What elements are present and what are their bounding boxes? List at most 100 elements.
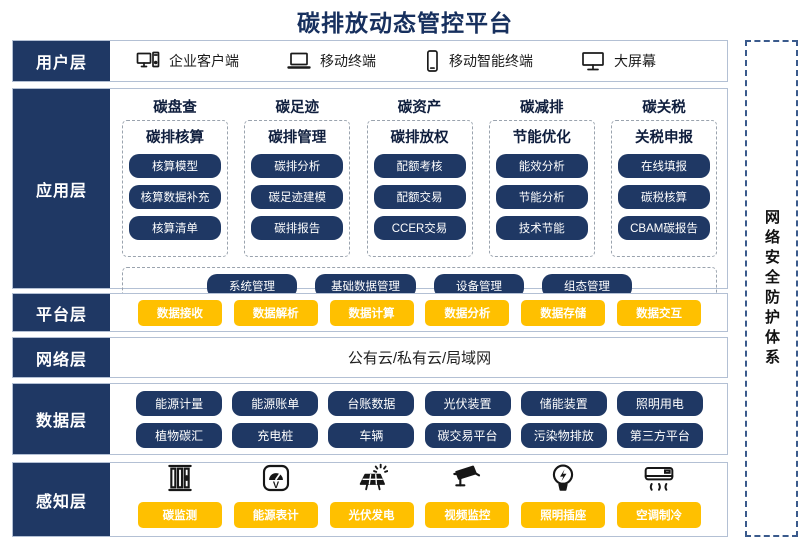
layer-user-label: 用户层 — [13, 41, 112, 81]
data-source-button: 污染物排放 — [520, 422, 607, 448]
app-button: 碳排分析 — [251, 154, 344, 178]
app-column-header: 碳减排 — [520, 100, 564, 116]
perception-item-air-conditioning: 空调制冷 — [617, 462, 702, 528]
page-title: 碳排放动态管控平台 — [297, 10, 513, 36]
network-text: 公有云/私有云/局域网 — [347, 350, 492, 367]
app-column-title: 碳排管理 — [268, 130, 327, 146]
app-column-title: 关税申报 — [635, 130, 693, 146]
data-source-button: 充电桩 — [232, 422, 319, 448]
perception-item-lighting-socket: 照明插座 — [521, 462, 606, 528]
light-bulb-icon — [547, 462, 579, 494]
layer-network: 网络层 公有云/私有云/局域网 — [12, 337, 728, 378]
perception-button: 空调制冷 — [617, 502, 702, 528]
app-column-title: 节能优化 — [512, 130, 571, 146]
app-column-header: 碳盘查 — [153, 100, 197, 116]
layer-data: 数据层 能源计量 能源账单 台账数据 光伏装置 储能装置 照明用电 植物碳汇 充… — [12, 383, 728, 455]
layer-platform: 平台层 数据接收 数据解析 数据计算 数据分析 数据存储 数据交互 — [12, 293, 728, 332]
user-item-label: 移动智能终端 — [449, 53, 533, 69]
app-button: 碳税核算 — [618, 185, 710, 209]
layer-platform-content: 数据接收 数据解析 数据计算 数据分析 数据存储 数据交互 — [112, 294, 727, 331]
user-item-big-screen: 大屏幕 — [579, 49, 656, 73]
carbon-monitor-icon — [164, 462, 196, 494]
app-column-carbon-reduction: 碳减排 节能优化 能效分析 节能分析 技术节能 — [488, 96, 595, 257]
perception-button: 视频监控 — [425, 502, 510, 528]
layer-user-content: 企业客户端 移动终端 移动智能终端 — [112, 41, 727, 81]
user-item-label: 移动终端 — [320, 53, 376, 69]
app-column-box: 碳排放权 配额考核 配额交易 CCER交易 — [366, 120, 473, 257]
app-button: 核算数据补充 — [129, 185, 221, 209]
layer-data-label: 数据层 — [13, 384, 112, 454]
layer-platform-label: 平台层 — [13, 294, 112, 331]
app-column-box: 碳排核算 核算模型 核算数据补充 核算清单 — [122, 120, 228, 257]
app-column-header: 碳足迹 — [275, 100, 320, 116]
perception-button: 照明插座 — [521, 502, 606, 528]
app-column-title: 碳排核算 — [146, 130, 204, 146]
app-column-box: 关税申报 在线填报 碳税核算 CBAM碳报告 — [611, 120, 717, 257]
data-source-button: 碳交易平台 — [424, 422, 511, 448]
data-source-button: 能源计量 — [136, 390, 223, 416]
data-source-button: 台账数据 — [328, 390, 415, 416]
app-button: 能效分析 — [495, 154, 588, 178]
app-column-box: 碳排管理 碳排分析 碳足迹建模 碳排报告 — [244, 120, 351, 257]
laptop-icon — [285, 49, 313, 73]
user-item-mobile-terminal: 移动终端 — [285, 49, 376, 73]
user-item-label: 大屏幕 — [614, 53, 656, 69]
platform-button-data-store: 数据存储 — [521, 299, 606, 326]
data-row-1: 能源计量 能源账单 台账数据 光伏装置 储能装置 照明用电 — [126, 390, 713, 416]
layer-perception: 感知层 碳监测 V — [12, 462, 728, 537]
layer-user: 用户层 企业客户端 移动终端 — [12, 40, 728, 82]
data-source-button: 植物碳汇 — [136, 422, 223, 448]
layer-network-content: 公有云/私有云/局域网 — [112, 338, 727, 377]
app-button: CBAM碳报告 — [618, 216, 710, 240]
security-system-box: 网络安全防护体系 — [745, 40, 798, 537]
perception-button: 能源表计 — [233, 502, 318, 528]
app-column-title: 碳排放权 — [390, 130, 449, 146]
smartphone-icon — [422, 48, 442, 74]
data-source-button: 车辆 — [328, 422, 415, 448]
app-column-header: 碳资产 — [397, 100, 442, 116]
user-item-smart-mobile-terminal: 移动智能终端 — [422, 48, 533, 74]
data-row-2: 植物碳汇 充电桩 车辆 碳交易平台 污染物排放 第三方平台 — [126, 422, 713, 448]
layer-perception-content: 碳监测 V 能源表计 — [112, 463, 727, 536]
app-button: 核算清单 — [129, 216, 221, 240]
app-button: 在线填报 — [618, 154, 710, 178]
platform-button-data-compute: 数据计算 — [329, 299, 414, 326]
perception-item-solar-power: 光伏发电 — [329, 462, 414, 528]
app-button: 节能分析 — [495, 185, 588, 209]
energy-meter-icon: V — [260, 462, 292, 494]
layer-application: 应用层 碳盘查 碳排核算 核算模型 核算数据补充 核算清单 碳足迹 碳排管理 — [12, 88, 728, 305]
perception-item-energy-meter: V 能源表计 — [233, 462, 318, 528]
app-column-box: 节能优化 能效分析 节能分析 技术节能 — [488, 120, 595, 257]
app-button: 核算模型 — [129, 154, 221, 178]
desktop-pc-icon — [134, 49, 162, 73]
perception-button: 光伏发电 — [329, 502, 414, 528]
solar-panel-icon — [356, 462, 388, 494]
security-system-label: 网络安全防护体系 — [763, 208, 780, 369]
layer-data-content: 能源计量 能源账单 台账数据 光伏装置 储能装置 照明用电 植物碳汇 充电桩 车… — [112, 384, 727, 454]
user-item-enterprise-client: 企业客户端 — [134, 49, 239, 73]
layer-application-content: 碳盘查 碳排核算 核算模型 核算数据补充 核算清单 碳足迹 碳排管理 碳排分析 … — [112, 89, 727, 305]
cctv-camera-icon — [451, 462, 483, 494]
app-column-carbon-asset: 碳资产 碳排放权 配额考核 配额交易 CCER交易 — [366, 96, 473, 257]
data-source-button: 照明用电 — [616, 390, 703, 416]
app-column-header: 碳关税 — [642, 100, 686, 116]
data-source-button: 第三方平台 — [616, 422, 703, 448]
data-source-button: 光伏装置 — [424, 390, 511, 416]
perception-item-carbon-monitoring: 碳监测 — [137, 462, 222, 528]
layer-network-label: 网络层 — [13, 338, 112, 377]
app-column-carbon-footprint: 碳足迹 碳排管理 碳排分析 碳足迹建模 碳排报告 — [244, 96, 351, 257]
app-button: 碳排报告 — [251, 216, 344, 240]
application-columns: 碳盘查 碳排核算 核算模型 核算数据补充 核算清单 碳足迹 碳排管理 碳排分析 … — [112, 89, 727, 257]
air-conditioner-icon — [643, 462, 675, 494]
app-button: 配额交易 — [373, 185, 466, 209]
data-source-button: 储能装置 — [520, 390, 607, 416]
layer-perception-label: 感知层 — [13, 463, 112, 536]
app-column-carbon-tariff: 碳关税 关税申报 在线填报 碳税核算 CBAM碳报告 — [611, 96, 717, 257]
platform-button-data-analyze: 数据分析 — [425, 299, 510, 326]
app-button: CCER交易 — [373, 216, 466, 240]
user-item-label: 企业客户端 — [169, 53, 239, 69]
perception-item-video-surveillance: 视频监控 — [425, 462, 510, 528]
app-button: 技术节能 — [495, 216, 588, 240]
layer-application-label: 应用层 — [13, 89, 112, 288]
